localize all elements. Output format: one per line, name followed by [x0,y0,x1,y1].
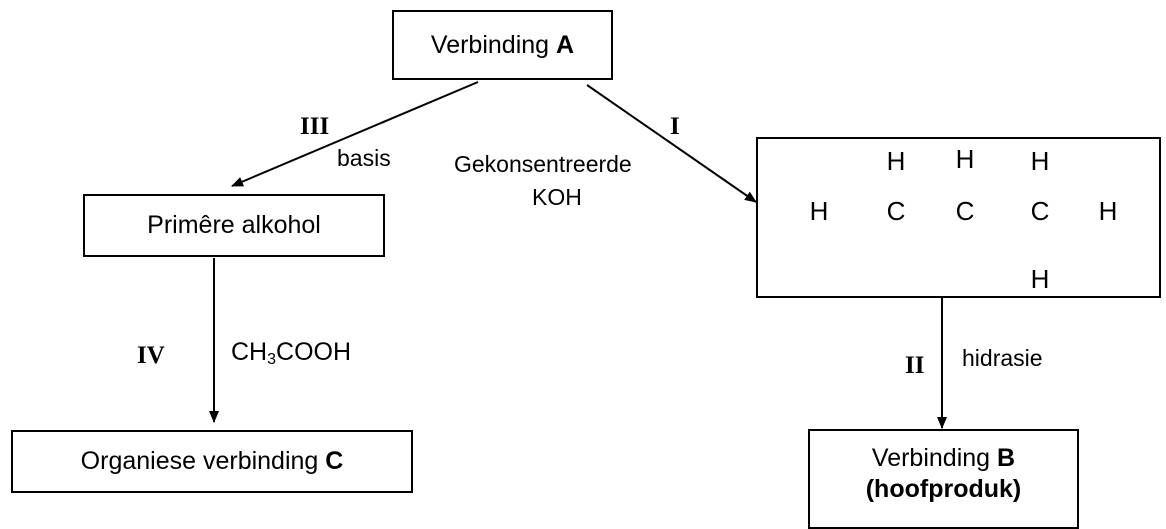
compound-b-label: Verbinding B (hoofproduk) [865,444,1022,503]
reaction-i-numeral: I [670,113,680,140]
atom-h-c3-bottom: H [1030,264,1050,294]
atom-c1: C [886,196,906,226]
reaction-iii-condition: basis [337,145,391,171]
compound-c-label: Organiese verbinding C [80,447,344,475]
compound-a-box: Verbinding A [392,10,613,80]
primary-alcohol-box: Primêre alkohol [83,194,385,257]
atom-h-right: H [1098,196,1118,226]
arrow-i [586,84,757,203]
reaction-ii-condition: hidrasie [962,345,1043,371]
compound-a-label: Verbinding A [430,30,575,59]
atom-c3: C [1030,196,1050,226]
reaction-i-reagent-line2: KOH [532,184,582,210]
atom-h-left: H [809,196,829,226]
reaction-i-reagent-line1: Gekonsentreerde [454,151,632,177]
atom-h-c3-top: H [1030,146,1050,176]
reaction-iv-numeral: IV [137,342,165,369]
compound-b-box: Verbinding B (hoofproduk) [808,429,1079,529]
propene-structure-box [756,137,1161,298]
reaction-ii-numeral: II [905,352,925,379]
primary-alcohol-label: Primêre alkohol [147,211,321,239]
atom-c2: C [955,196,975,226]
compound-c-box: Organiese verbinding C [11,430,413,493]
atom-h-c2-top: H [955,144,975,174]
reaction-iii-numeral: III [300,113,330,140]
arrow-iii [231,81,479,187]
atom-h-c1-top: H [886,146,906,176]
main-product-note: (hoofproduk) [865,475,1022,503]
reaction-iv-reagent: CH3COOH [231,338,352,368]
